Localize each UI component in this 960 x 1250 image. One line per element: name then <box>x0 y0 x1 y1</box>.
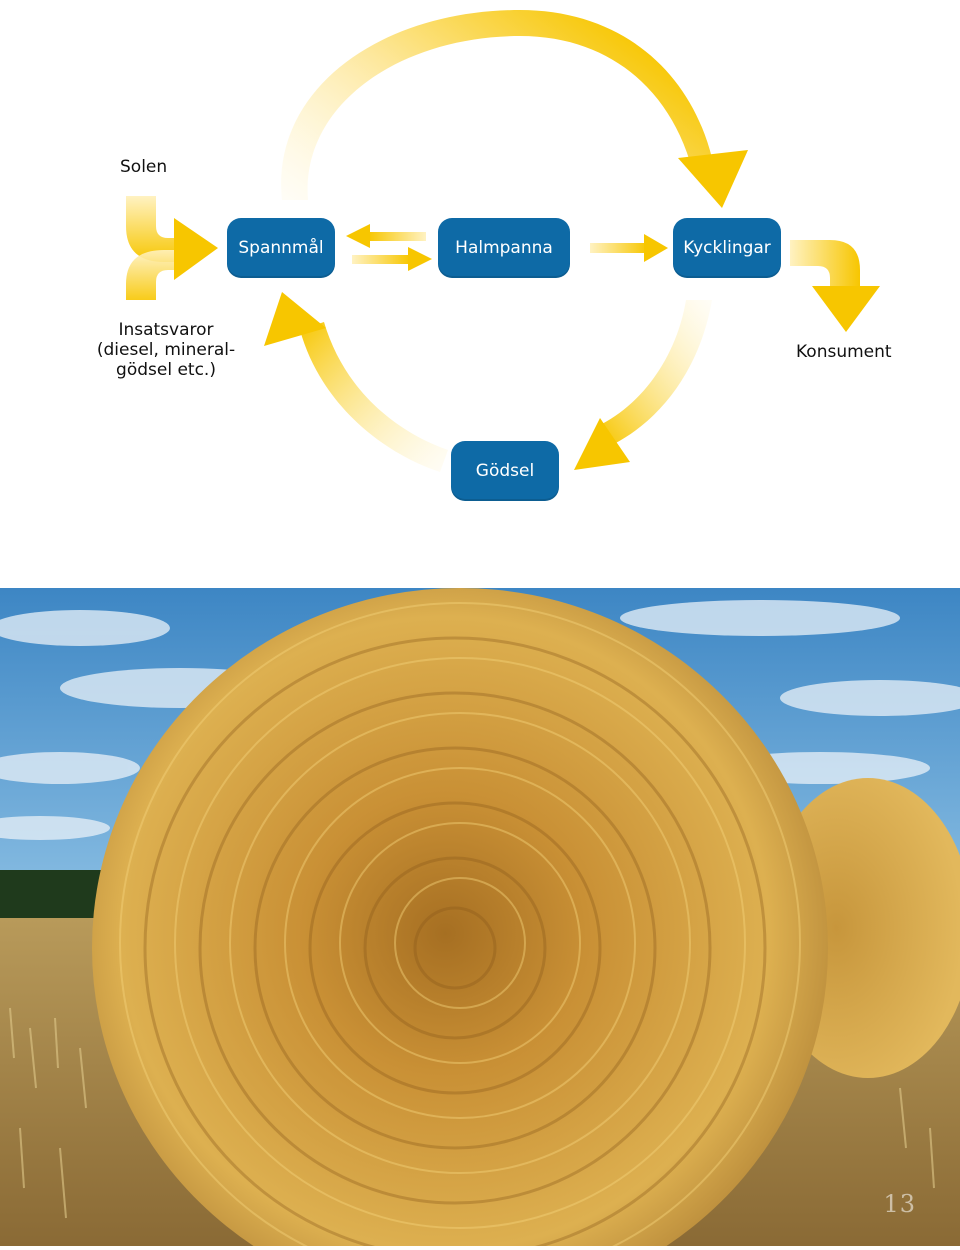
arrow-top-arc <box>281 10 712 200</box>
hay-bale-photo: 13 <box>0 588 960 1246</box>
arrow-inputs-head <box>174 218 218 280</box>
label-konsument: Konsument <box>796 342 892 362</box>
hay-bale-illustration <box>0 588 960 1246</box>
arrow-to-kycklingar-head <box>644 234 668 262</box>
node-kycklingar: Kycklingar <box>673 218 781 278</box>
arrow-to-kycklingar-shaft <box>590 243 648 253</box>
arrow-left-arc <box>300 322 448 472</box>
arrow-to-halmpanna-shaft <box>352 255 410 264</box>
arrow-to-halmpanna-head <box>408 247 432 271</box>
node-halmpanna: Halmpanna <box>438 218 570 278</box>
page-number: 13 <box>883 1190 916 1218</box>
arrow-insatsvaror <box>126 250 176 300</box>
label-solen: Solen <box>120 157 167 177</box>
arrow-konsument <box>790 240 860 292</box>
arrow-to-spannmal-head <box>346 224 370 248</box>
cycle-diagram: Spannmål Halmpanna Kycklingar Gödsel Sol… <box>0 0 960 560</box>
label-insatsvaror: Insatsvaror (diesel, mineral- gödsel etc… <box>76 320 256 380</box>
arrow-top-head <box>678 150 748 208</box>
node-godsel: Gödsel <box>451 441 559 501</box>
arrow-to-spannmal-shaft <box>368 232 426 241</box>
node-spannmal: Spannmål <box>227 218 335 278</box>
arrow-konsument-head <box>812 286 880 332</box>
arrow-right-arc <box>602 300 712 444</box>
